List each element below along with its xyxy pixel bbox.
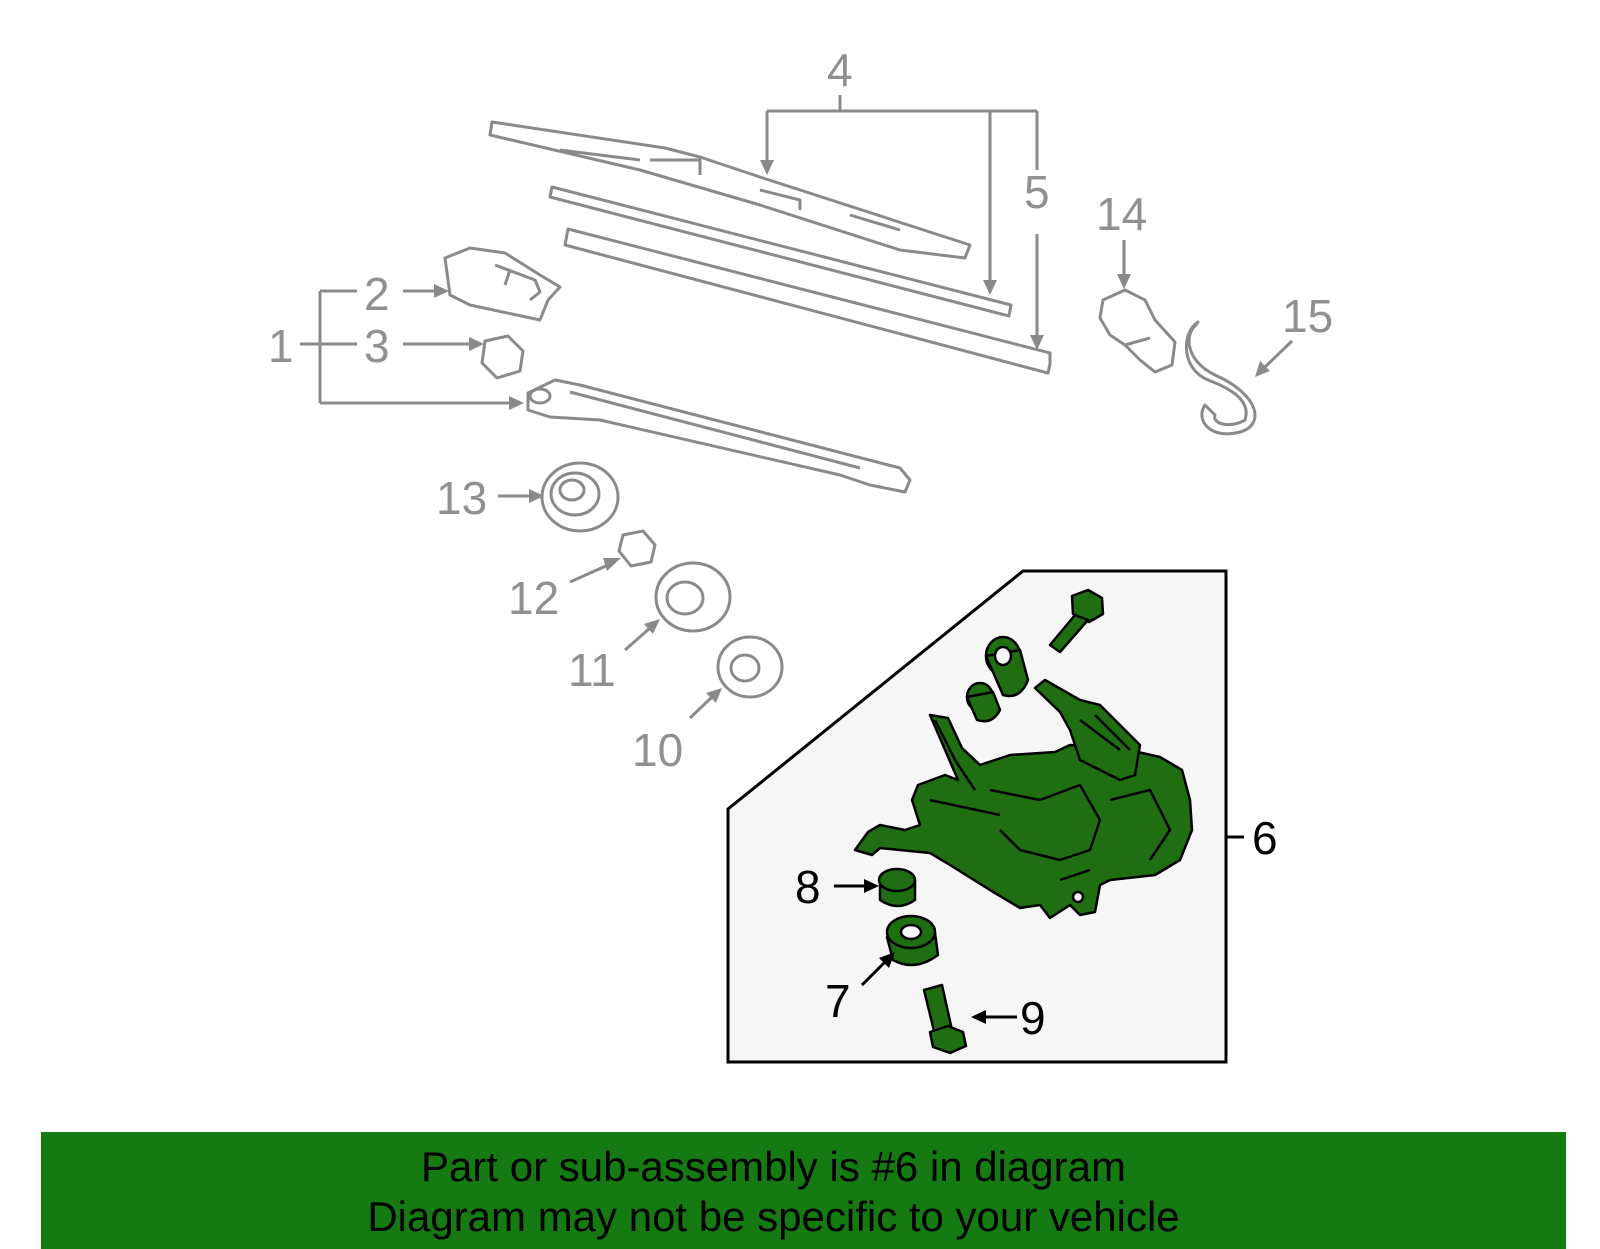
motor-shaft (1033, 678, 1142, 782)
wiper-arm (526, 378, 912, 494)
nut-12 (617, 529, 657, 568)
info-banner: Part or sub-assembly is #6 in diagram Di… (41, 1132, 1566, 1249)
blade-refill-2 (563, 227, 1052, 375)
callout-4: 4 (827, 44, 853, 96)
arm-cap (443, 246, 562, 322)
banner-line-2: Diagram may not be specific to your vehi… (367, 1193, 1180, 1240)
callout-15: 15 (1282, 290, 1333, 342)
callout-5: 5 (1024, 166, 1050, 218)
washer-hose (1185, 320, 1257, 436)
callout-14: 14 (1096, 188, 1147, 240)
blade-refill-1 (548, 185, 1013, 318)
nut-3 (480, 334, 525, 380)
callout-10: 10 (632, 724, 683, 776)
grommet-8 (877, 867, 917, 908)
callout-2: 2 (364, 268, 390, 320)
bushing-top-large (984, 635, 1030, 698)
callout-8: 8 (795, 861, 821, 913)
ghost-leaders (300, 95, 1294, 720)
callout-1: 1 (268, 320, 294, 372)
callout-12: 12 (508, 572, 559, 624)
inset-leaders (834, 879, 1017, 1024)
bolt-top (1048, 588, 1105, 654)
bushing-7 (885, 914, 940, 967)
grommet-13 (540, 461, 620, 533)
spacer-10 (716, 635, 784, 699)
bolt-9 (922, 983, 968, 1055)
callout-3: 3 (364, 320, 390, 372)
washer-nozzle (1098, 288, 1177, 374)
washer-11 (654, 561, 732, 633)
callout-6: 6 (1252, 812, 1278, 864)
callout-11: 11 (568, 644, 616, 696)
banner-line-1: Part or sub-assembly is #6 in diagram (421, 1143, 1126, 1190)
callouts: 4 5 14 15 1 2 3 13 12 11 10 6 8 7 9 (268, 44, 1333, 1044)
callout-7: 7 (825, 975, 851, 1027)
callout-9: 9 (1020, 992, 1046, 1044)
bushing-top-small (965, 681, 1002, 723)
ghost-parts (443, 120, 1257, 699)
highlighted-parts (853, 588, 1194, 1055)
callout-13: 13 (436, 472, 487, 524)
